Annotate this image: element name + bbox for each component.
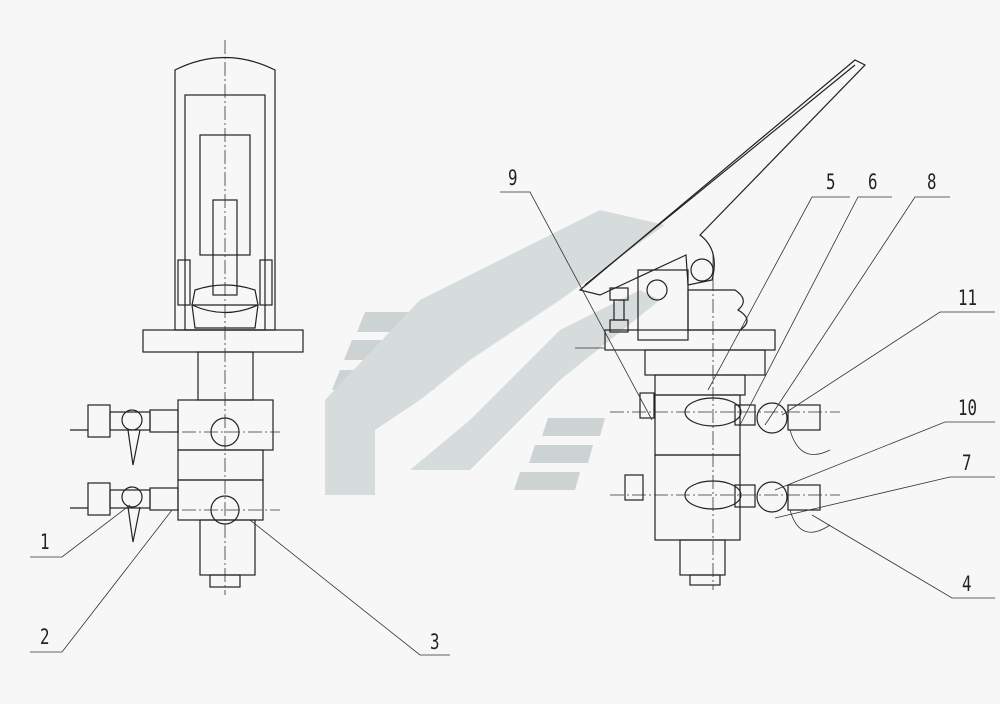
side-view [575, 59, 867, 590]
part-label-10: 10 [958, 396, 977, 420]
part-label-1: 1 [40, 530, 50, 554]
part-label-6: 6 [868, 170, 878, 194]
part-label-2: 2 [40, 625, 50, 649]
part-label-3: 3 [430, 630, 440, 654]
part-label-8: 8 [927, 170, 937, 194]
part-label-11: 11 [958, 286, 977, 310]
part-label-9: 9 [508, 166, 518, 190]
part-label-7: 7 [962, 451, 972, 475]
part-label-4: 4 [962, 572, 972, 596]
part-label-5: 5 [826, 170, 836, 194]
watermark-logo [325, 210, 665, 495]
leader-lines [30, 191, 995, 656]
front-view [70, 40, 304, 595]
